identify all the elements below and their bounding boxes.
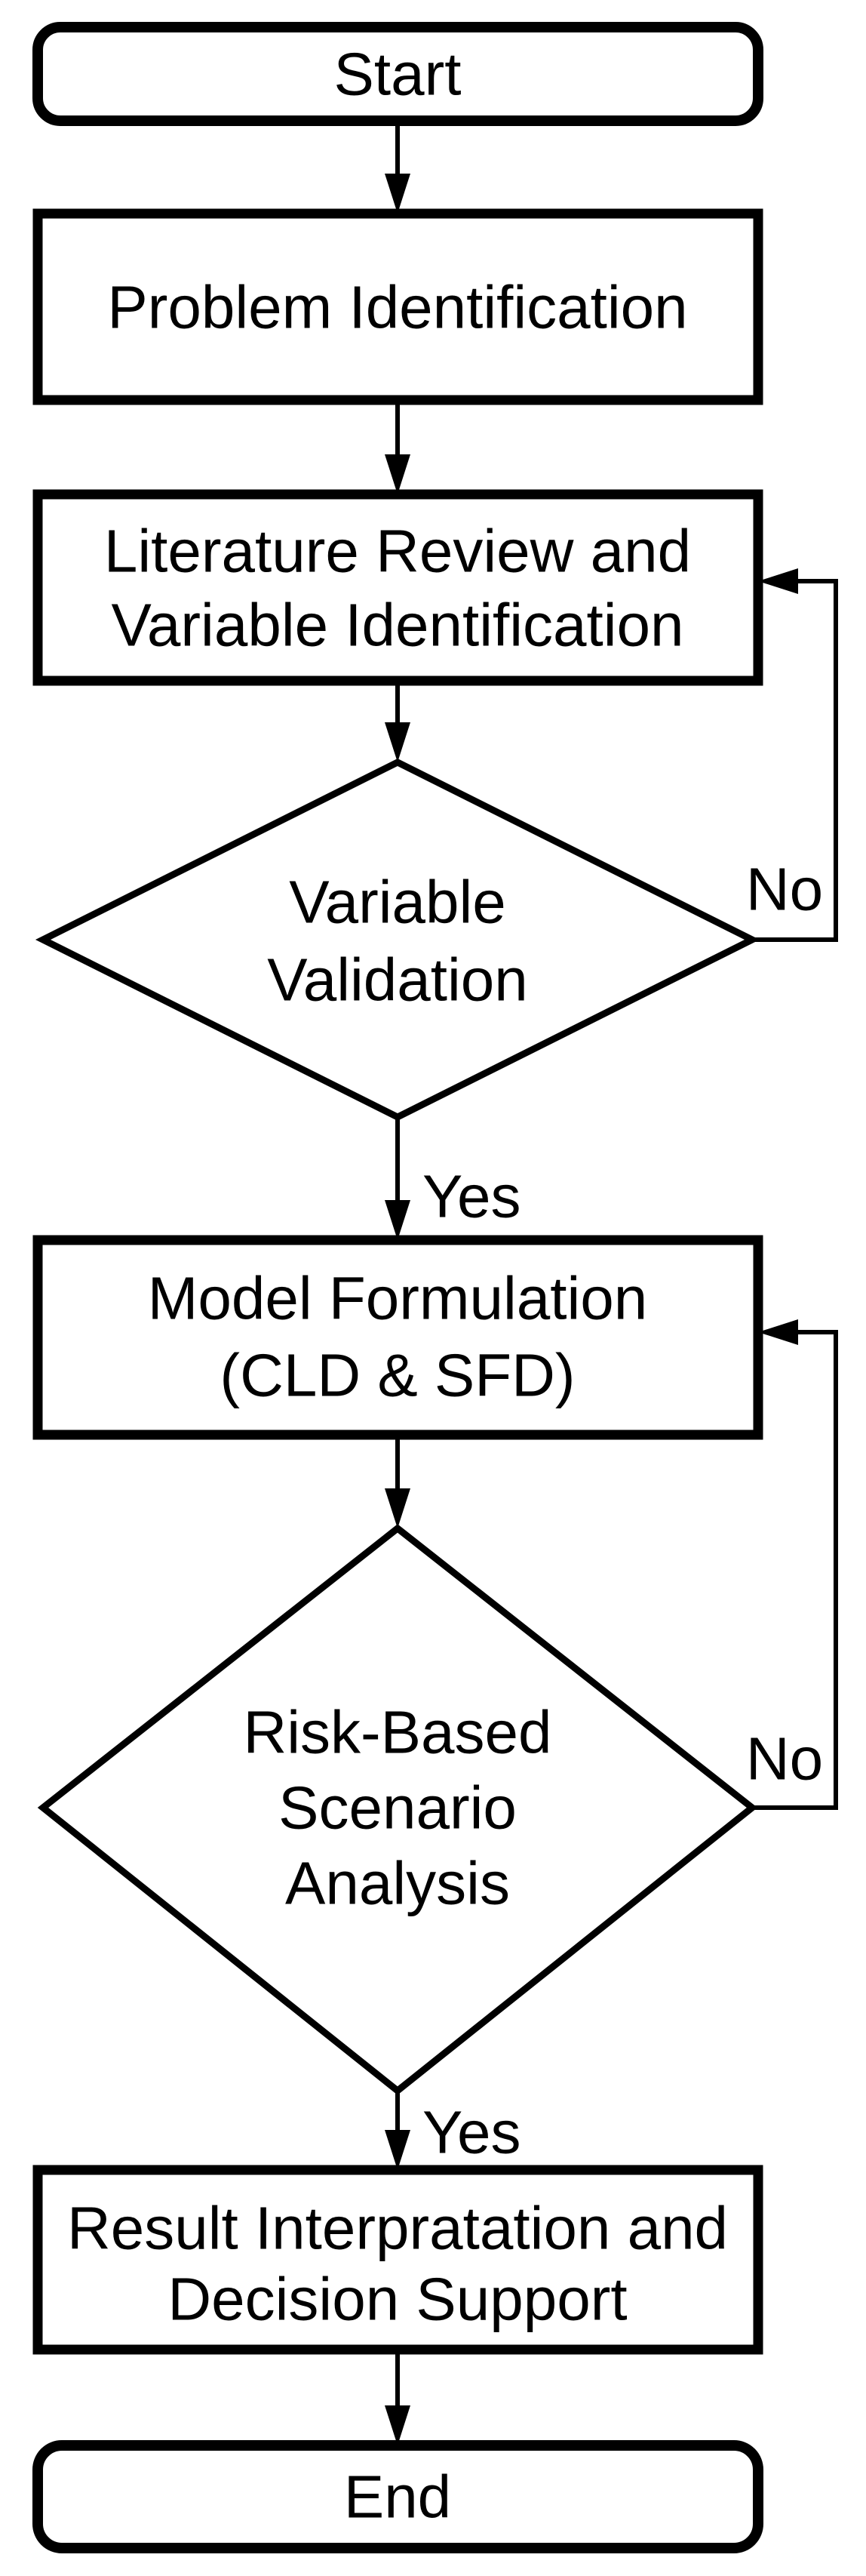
start-box [32, 22, 763, 126]
connectors [385, 119, 838, 2445]
arrowhead-literature-validation [385, 722, 410, 762]
no-branch-line-risk [752, 1330, 838, 1810]
arrowhead-result-end [385, 2405, 410, 2445]
risk-scenario-label-line3: Analysis [285, 1850, 510, 1917]
result-interpretation-box [32, 2165, 763, 2355]
problem-identification-label: Problem Identification [107, 274, 687, 341]
literature-review-node: Literature Review and Variable Identific… [32, 489, 763, 686]
risk-no-label: No [746, 1725, 823, 1793]
risk-scenario-label-line2: Scenario [278, 1774, 517, 1842]
risk-scenario-decision-node: Risk-Based Scenario Analysis [37, 1524, 758, 2095]
literature-review-box [32, 489, 763, 686]
arrowhead-risk-result [385, 2130, 410, 2170]
arrowhead-model-risk [385, 1488, 410, 1528]
variable-validation-diamond [35, 758, 760, 1122]
model-formulation-label-line2: (CLD & SFD) [220, 1342, 575, 1409]
start-label: Start [334, 41, 462, 108]
risk-scenario-label-line1: Risk-Based [243, 1699, 551, 1766]
no-branch-line-validation [752, 579, 838, 942]
arrowhead-no-risk [758, 1319, 798, 1345]
arrowhead-problem-literature [385, 454, 410, 494]
arrowhead-no-validation [758, 568, 798, 594]
validation-yes-label: Yes [422, 1163, 521, 1230]
risk-yes-label: Yes [422, 2099, 521, 2166]
variable-validation-label-line1: Variable [289, 869, 506, 936]
result-interpretation-node: Result Interpratation and Decision Suppo… [32, 2165, 763, 2355]
problem-identification-node: Problem Identification [32, 208, 763, 405]
arrowhead-start-problem [385, 174, 410, 214]
validation-no-label: No [746, 856, 823, 923]
result-interpretation-label-line1: Result Interpratation and [67, 2195, 728, 2262]
model-formulation-label-line1: Model Formulation [148, 1265, 648, 1332]
literature-review-label-line1: Literature Review and [104, 518, 691, 585]
literature-review-label-line2: Variable Identification [112, 592, 684, 659]
end-node: End [32, 2440, 763, 2553]
result-interpretation-label-line2: Decision Support [167, 2266, 627, 2333]
model-formulation-node: Model Formulation (CLD & SFD) [32, 1235, 763, 1440]
variable-validation-label-line2: Validation [267, 946, 527, 1014]
problem-identification-box [32, 208, 763, 405]
arrowhead-validation-model [385, 1200, 410, 1240]
variable-validation-decision-node: Variable Validation [35, 758, 760, 1122]
end-label: End [344, 2464, 451, 2531]
end-box [32, 2440, 763, 2553]
start-node: Start [32, 22, 763, 126]
risk-scenario-diamond [37, 1524, 758, 2095]
model-formulation-box [32, 1235, 763, 1440]
